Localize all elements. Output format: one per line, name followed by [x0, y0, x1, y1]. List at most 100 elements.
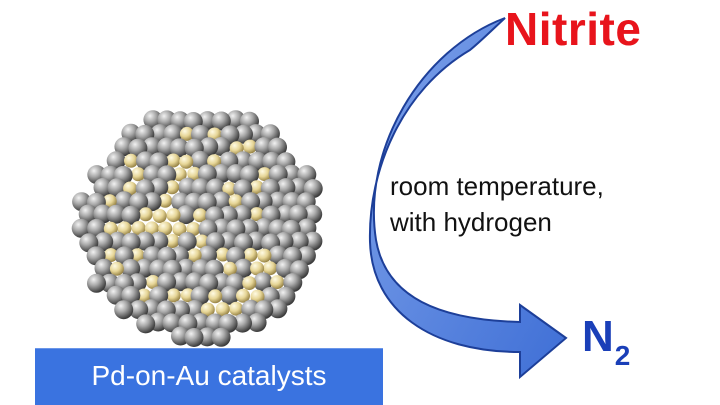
au-atom: [166, 208, 181, 223]
au-atom: [165, 180, 180, 195]
au-atom: [103, 221, 118, 236]
pd-atom: [289, 231, 309, 251]
pd-atom: [94, 258, 114, 278]
reaction-conditions: room temperature, with hydrogen: [390, 168, 604, 240]
au-atom: [194, 234, 209, 249]
pd-atom: [106, 204, 126, 224]
pd-atom: [177, 232, 197, 251]
pd-atom: [169, 138, 189, 158]
au-atom: [270, 275, 285, 290]
au-atom: [229, 301, 244, 316]
au-atom: [172, 222, 187, 237]
pd-atom: [94, 232, 114, 252]
pd-atom: [212, 164, 232, 183]
au-atom: [257, 248, 272, 263]
pd-atom: [288, 204, 308, 224]
pd-atom: [108, 231, 128, 251]
au-atom: [102, 194, 117, 209]
au-atom: [158, 193, 173, 208]
au-atom: [179, 154, 194, 169]
pd-atom: [247, 313, 267, 332]
au-atom: [109, 261, 124, 276]
pd-atom: [171, 272, 191, 292]
pd-atom: [134, 258, 154, 278]
pd-atom: [121, 286, 141, 305]
au-atom: [179, 126, 194, 141]
au-atom: [243, 139, 257, 154]
au-atom: [257, 167, 272, 182]
au-atom: [242, 276, 257, 291]
au-atom: [215, 302, 230, 317]
au-atom: [131, 221, 146, 235]
pd-atom: [142, 192, 162, 212]
pd-atom: [254, 137, 274, 157]
au-atom: [222, 261, 237, 276]
au-atom: [103, 248, 118, 263]
pd-atom: [268, 137, 287, 157]
pd-atom: [184, 328, 204, 347]
condition-line-1: room temperature,: [390, 171, 604, 201]
au-atom: [243, 247, 258, 262]
au-atom: [229, 141, 244, 156]
au-atom: [166, 288, 181, 303]
pd-atom: [211, 111, 231, 131]
pd-atom: [149, 177, 169, 197]
pd-atom: [71, 218, 91, 238]
pd-atom: [296, 246, 316, 266]
au-atom: [138, 207, 153, 222]
pd-atom: [106, 285, 126, 305]
product-symbol: N: [582, 312, 614, 361]
au-atom: [130, 248, 145, 263]
reactant-label: Nitrite: [505, 3, 642, 55]
pd-atom: [233, 313, 252, 333]
au-atom: [249, 180, 264, 195]
pd-atom: [135, 231, 155, 251]
pd-atom: [121, 205, 141, 225]
pd-atom: [129, 300, 149, 320]
au-atom: [208, 289, 223, 304]
pd-atom: [268, 299, 288, 319]
product-subscript: 2: [614, 340, 631, 371]
product-label: N2: [582, 312, 630, 371]
au-atom: [228, 194, 243, 209]
au-atom: [146, 275, 160, 289]
pd-atom: [121, 259, 141, 278]
pd-atom: [212, 191, 231, 211]
au-atom: [158, 221, 173, 236]
pd-atom: [275, 258, 295, 278]
pd-au-nanoparticle: [71, 110, 323, 347]
pd-atom: [176, 205, 196, 225]
au-atom: [137, 288, 151, 303]
au-atom: [117, 221, 132, 236]
catalyst-banner: Pd-on-Au catalysts: [35, 348, 383, 405]
pd-atom: [106, 151, 126, 171]
pd-atom: [114, 300, 134, 320]
pd-atom: [114, 137, 134, 157]
au-atom: [131, 167, 146, 182]
au-atom: [152, 209, 167, 223]
au-atom: [249, 207, 264, 222]
au-atom: [124, 153, 138, 168]
au-atom: [165, 234, 180, 248]
pd-atom: [136, 314, 156, 334]
au-atom: [187, 166, 202, 181]
au-atom: [166, 153, 181, 168]
pd-atom: [199, 137, 219, 157]
pd-atom: [226, 110, 246, 130]
condition-line-2: with hydrogen: [390, 207, 552, 237]
pd-atom: [191, 178, 211, 198]
pd-atom: [233, 258, 253, 278]
au-atom: [263, 261, 278, 276]
pd-atom: [87, 273, 106, 293]
au-atom: [236, 288, 250, 303]
pd-atom: [93, 204, 113, 224]
pd-atom: [149, 231, 169, 251]
pd-atom: [78, 204, 98, 224]
catalyst-label: Pd-on-Au catalysts: [91, 360, 327, 391]
au-atom: [250, 289, 265, 304]
au-atom: [250, 261, 265, 276]
pd-atom: [239, 165, 259, 185]
au-atom: [200, 302, 215, 317]
